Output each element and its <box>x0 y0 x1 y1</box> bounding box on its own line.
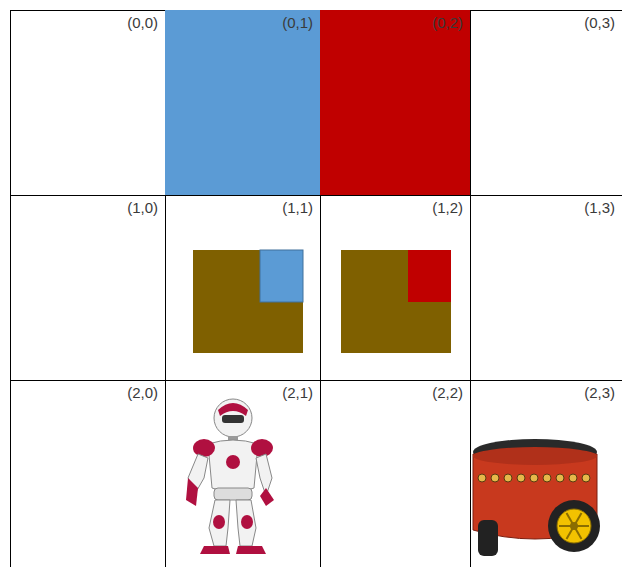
grid-cell <box>320 10 471 196</box>
cell-coordinate: (2,3) <box>584 384 615 402</box>
cell-coordinate: (2,0) <box>127 384 158 402</box>
cell-coordinate: (1,2) <box>432 199 463 217</box>
grid-cell <box>10 380 166 567</box>
cell-coordinate: (2,2) <box>432 384 463 402</box>
humanoid-robot <box>186 399 274 554</box>
color-patch <box>260 250 303 302</box>
wheeled-robot <box>473 439 600 556</box>
grid-cell <box>470 195 622 381</box>
cell-coordinate: (1,0) <box>127 199 158 217</box>
cell-coordinate: (2,1) <box>282 384 313 402</box>
cell-coordinate: (1,1) <box>282 199 313 217</box>
grid-cell <box>320 380 471 567</box>
targets <box>193 250 451 353</box>
cell-coordinate: (0,2) <box>432 14 463 32</box>
cell-coordinate: (0,1) <box>282 14 313 32</box>
brown-box <box>341 250 451 353</box>
cell-coordinate: (1,3) <box>584 199 615 217</box>
cell-coordinate: (0,0) <box>127 14 158 32</box>
brown-box <box>193 250 303 353</box>
grid-cell <box>165 10 321 196</box>
grid-cell <box>470 10 622 196</box>
color-patch <box>408 250 451 302</box>
grid-cell <box>10 10 166 196</box>
cell-coordinate: (0,3) <box>584 14 615 32</box>
grid-cell <box>10 195 166 381</box>
